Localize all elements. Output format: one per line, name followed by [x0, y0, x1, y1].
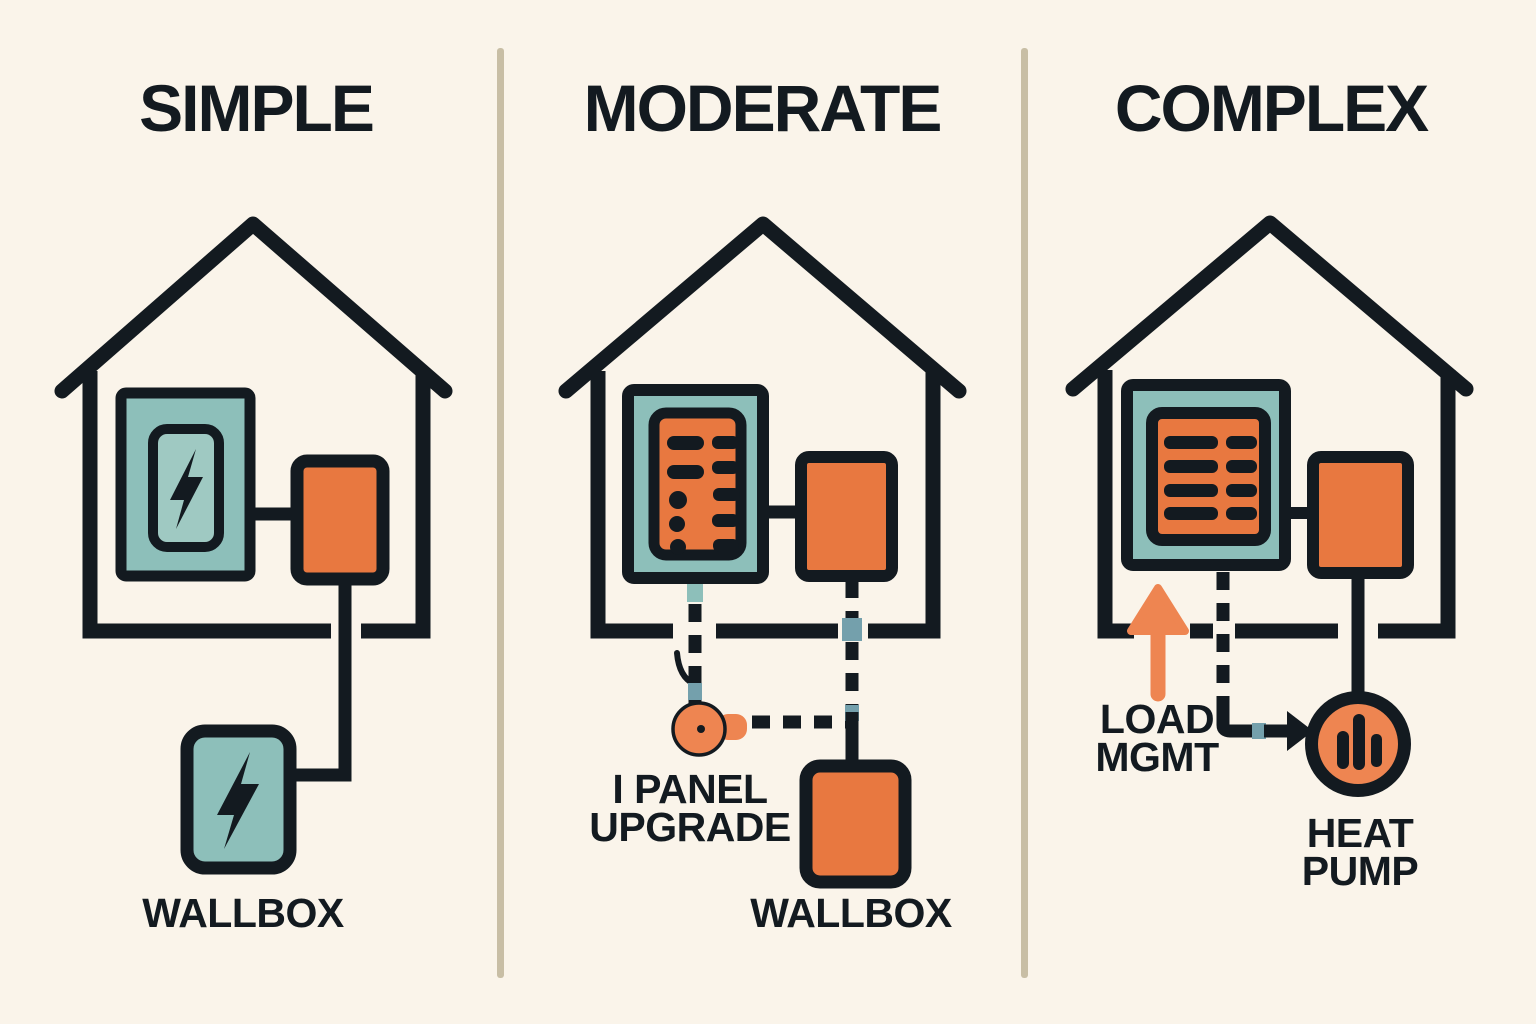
breaker-rows-icon — [1164, 436, 1257, 520]
house-roof — [54, 216, 453, 399]
load-mgmt-line2: MGMT — [1095, 734, 1219, 780]
heat-pump-line1: HEAT — [1306, 810, 1414, 856]
wallbox-label: WALLBOX — [142, 890, 344, 936]
house-walls — [1097, 370, 1456, 639]
meter-box-icon — [1307, 451, 1414, 579]
breaker-panel — [648, 407, 747, 561]
heat-pump-bars — [1337, 714, 1382, 770]
column-title-complex: COMPLEX — [1114, 71, 1429, 145]
plug-pin — [697, 725, 705, 733]
wallbox-icon — [799, 759, 912, 889]
meter-box-icon — [795, 451, 898, 582]
column-title-simple: SIMPLE — [139, 71, 375, 145]
wallbox-label-text: WALLBOX — [750, 890, 952, 936]
load-mgmt-line1: LOAD — [1099, 696, 1215, 742]
wire-arrow-icon — [1287, 711, 1313, 751]
breaker-panel — [1146, 407, 1271, 546]
load-mgmt-label: LOAD MGMT — [1095, 696, 1219, 780]
complex-diagram — [1065, 215, 1474, 797]
house-roof — [558, 216, 967, 399]
wire-tick — [1252, 723, 1266, 739]
lightning-bolt-icon — [170, 449, 203, 529]
column-divider — [1021, 48, 1028, 978]
house-walls — [82, 371, 431, 639]
wire-tick — [688, 683, 702, 700]
house-walls — [590, 371, 941, 639]
panel-upgrade-line2: UPGRADE — [589, 804, 791, 850]
panel-upgrade-label: I PANEL UPGRADE — [589, 766, 791, 850]
breaker-rows-icon — [667, 436, 740, 555]
hook-arc — [674, 650, 697, 687]
house-roof — [1065, 215, 1474, 397]
wire-elbow — [1216, 699, 1252, 738]
wire-tick — [842, 618, 862, 641]
meter-box-icon — [290, 454, 390, 586]
simple-diagram — [54, 216, 453, 875]
column-divider — [497, 48, 504, 978]
heat-pump-line2: PUMP — [1301, 848, 1419, 894]
up-arrow-icon — [1127, 584, 1189, 635]
panel-upgrade-line1: I PANEL — [612, 766, 768, 812]
meter-wallbox-wire — [293, 575, 352, 782]
column-title-moderate: MODERATE — [583, 71, 943, 145]
lightning-bolt-icon — [217, 752, 259, 849]
wallbox-label: WALLBOX — [750, 890, 952, 936]
wallbox-label-text: WALLBOX — [142, 890, 344, 936]
moderate-diagram — [558, 216, 967, 889]
heat-pump-label: HEAT PUMP — [1301, 810, 1419, 894]
